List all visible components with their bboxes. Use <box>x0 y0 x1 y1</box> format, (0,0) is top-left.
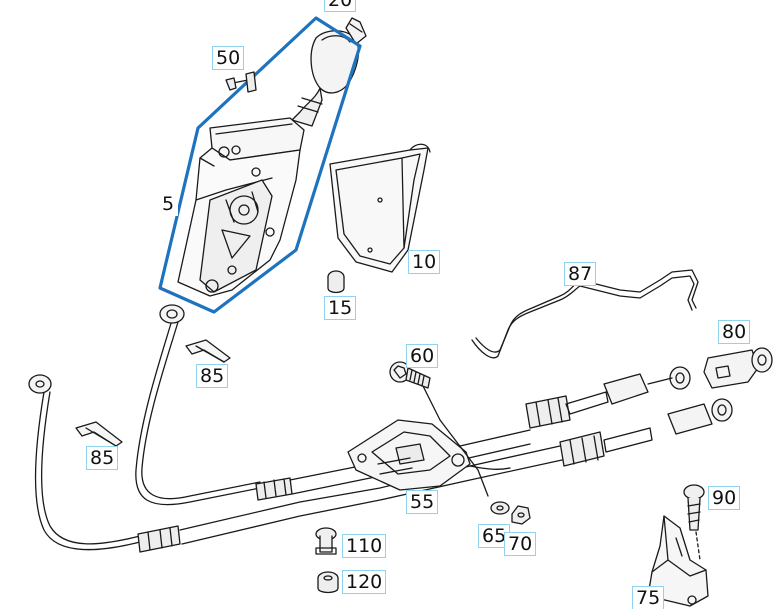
label-part-15: 15 <box>324 296 357 320</box>
label-part-90: 90 <box>708 486 741 510</box>
screw-110 <box>315 527 337 555</box>
label-part-80: 80 <box>718 320 751 344</box>
label-part-20: 20 <box>324 0 357 12</box>
label-part-85-lower: 85 <box>86 446 119 470</box>
spacer-120 <box>317 571 339 594</box>
label-part-60: 60 <box>406 344 439 368</box>
label-part-87: 87 <box>564 262 597 286</box>
label-part-85-upper: 85 <box>196 364 229 388</box>
label-part-110: 110 <box>342 534 387 558</box>
label-part-50: 50 <box>212 46 245 70</box>
shift-cables <box>28 304 733 553</box>
label-part-10: 10 <box>408 250 441 274</box>
clip-85-lower <box>75 421 123 447</box>
clip-85-upper <box>185 339 231 363</box>
gear-shifter-assembly <box>177 17 367 297</box>
bushing-15 <box>327 270 345 294</box>
nut-65 <box>490 501 510 515</box>
highlight-outline <box>158 16 362 314</box>
label-part-120: 120 <box>342 570 387 594</box>
mount-75 <box>647 515 709 607</box>
label-part-55: 55 <box>406 490 439 514</box>
label-part-5: 5 <box>158 192 179 216</box>
bolt-60 <box>389 361 431 389</box>
label-part-70: 70 <box>504 532 537 556</box>
label-part-75: 75 <box>632 586 665 609</box>
cable-end-80 <box>703 347 773 389</box>
bent-rod-87 <box>471 269 699 359</box>
screw-50 <box>225 71 257 93</box>
washer-70 <box>511 505 531 525</box>
bracket-55 <box>347 379 489 497</box>
bolt-90 <box>683 484 705 561</box>
